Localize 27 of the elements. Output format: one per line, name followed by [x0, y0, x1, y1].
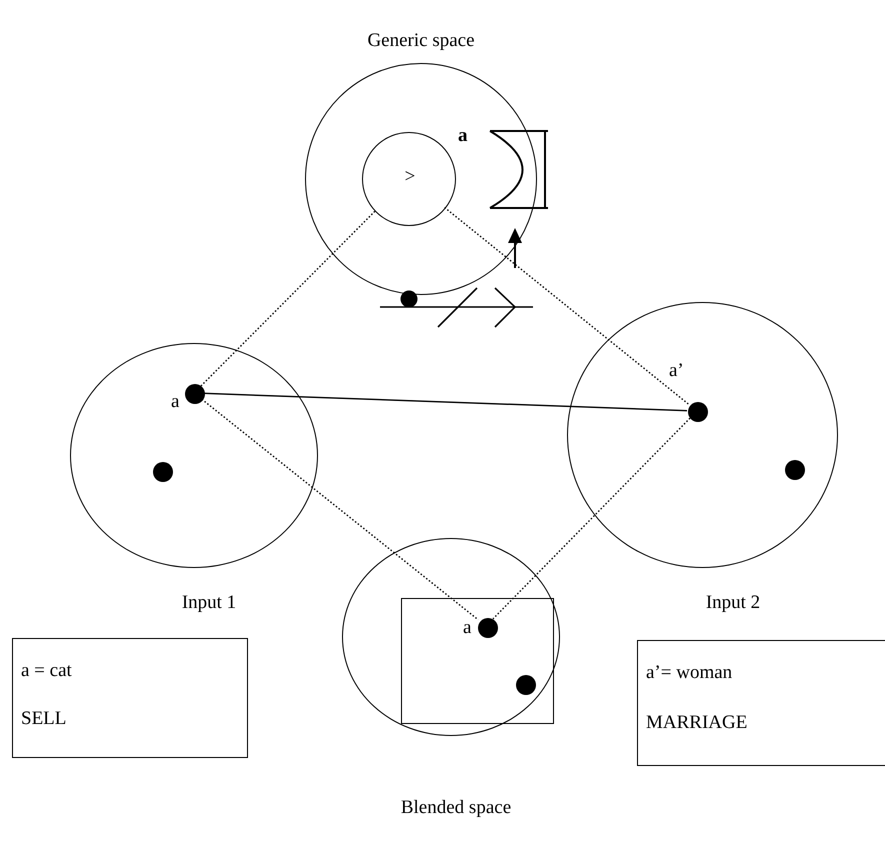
dotted-connector: [200, 210, 376, 386]
dot-marker: [516, 675, 536, 695]
dot-marker: [785, 460, 805, 480]
space-label: Input 1: [182, 593, 236, 612]
space-label: Blended space: [400, 798, 512, 817]
inner-circle: [362, 132, 456, 226]
point-label: a: [171, 392, 180, 411]
dot-marker: [688, 402, 708, 422]
mapping-text: a’= woman: [646, 663, 732, 682]
text-box: [12, 638, 248, 758]
connector-line: [204, 392, 688, 412]
space-label: Input 2: [706, 593, 760, 612]
frame-box: [401, 598, 554, 724]
text-box: [637, 640, 885, 766]
symbol-label: >: [404, 166, 416, 186]
mapping-text: a = cat: [21, 661, 72, 680]
dot-marker: [185, 384, 205, 404]
frame-label: SELL: [21, 709, 66, 728]
dotted-connector: [444, 206, 690, 406]
point-label: a’: [669, 361, 684, 380]
point-label: a: [463, 618, 472, 637]
dotted-connector: [492, 418, 690, 620]
dot-marker: [478, 618, 498, 638]
space-label: Generic space: [367, 31, 475, 50]
dot-marker: [153, 462, 173, 482]
point-label: a: [458, 126, 468, 145]
frame-label: MARRIAGE: [646, 713, 748, 732]
